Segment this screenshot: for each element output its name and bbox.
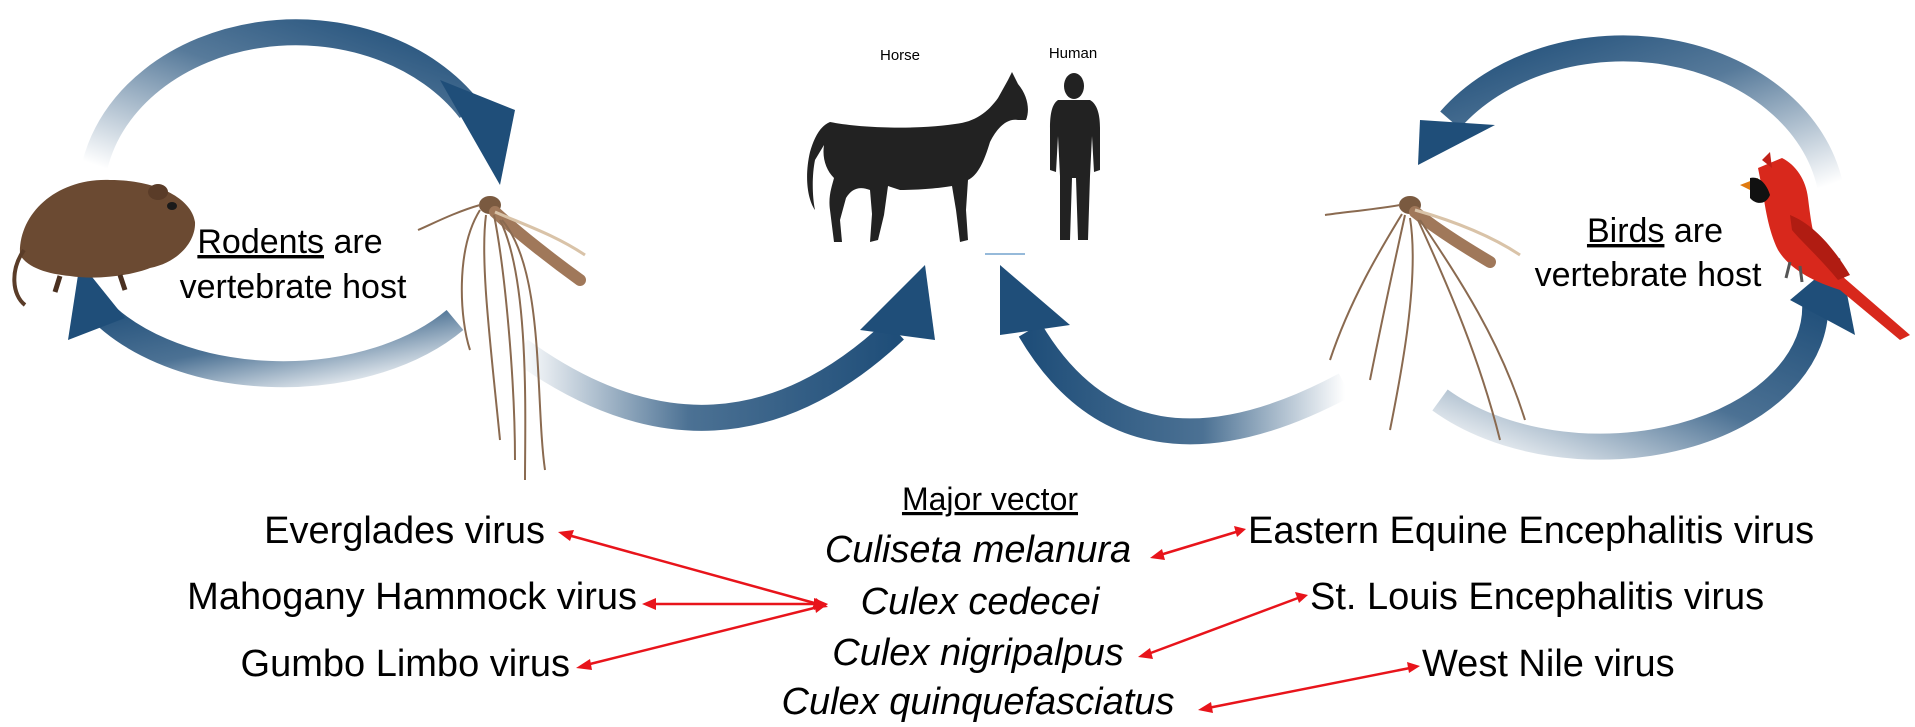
right-host-rest: are [1664, 212, 1723, 250]
left-to-host-arrowhead [860, 265, 935, 340]
left-cycle-bottom-arrow [95, 305, 455, 374]
left-to-host-arrow [520, 330, 895, 418]
vector-culex-nigripalpus: Culex nigripalpus [832, 632, 1124, 674]
human-silhouette-icon [1050, 73, 1100, 240]
vector-title: Major vector [902, 481, 1078, 517]
left-host-word: Rodents [197, 223, 324, 261]
left-host-rest: are [324, 223, 383, 261]
right-host-word: Birds [1587, 212, 1664, 250]
virus-everglades: Everglades virus [264, 510, 545, 552]
right-host-line2: vertebrate host [1535, 256, 1762, 294]
right-mosquito-icon [1325, 196, 1525, 440]
virus-mahogany-hammock: Mahogany Hammock virus [187, 576, 637, 618]
virus-gumbo-limbo: Gumbo Limbo virus [241, 643, 570, 685]
horse-silhouette-icon [807, 72, 1028, 242]
right-to-host-arrow [1030, 330, 1345, 431]
right-cycle-top-arrowhead [1418, 120, 1495, 165]
left-cycle-top-arrow [95, 32, 470, 165]
virus-st-louis-encephalitis: St. Louis Encephalitis virus [1310, 576, 1764, 618]
vector-culex-cedecei: Culex cedecei [861, 581, 1101, 623]
left-cycle-top-arrowhead [440, 80, 515, 185]
middle-arrows [520, 265, 1345, 431]
right-to-host-arrowhead [1000, 265, 1070, 335]
link-quinquefasciatus-wnv [1198, 662, 1420, 713]
right-host-line1: Birds are [1587, 212, 1723, 250]
virus-west-nile: West Nile virus [1422, 643, 1675, 685]
link-melanura-eee [1150, 526, 1246, 560]
vector-culex-quinquefasciatus: Culex quinquefasciatus [782, 681, 1175, 723]
horse-label: Horse [880, 47, 920, 64]
vector-culiseta-melanura: Culiseta melanura [825, 529, 1131, 571]
virus-eastern-equine-encephalitis: Eastern Equine Encephalitis virus [1248, 510, 1814, 552]
link-nigripalpus-slev [1138, 592, 1308, 659]
left-host-line1: Rodents are [197, 223, 382, 261]
human-label: Human [1049, 45, 1097, 62]
left-host-line2: vertebrate host [180, 268, 407, 306]
rodent-icon [14, 180, 195, 305]
